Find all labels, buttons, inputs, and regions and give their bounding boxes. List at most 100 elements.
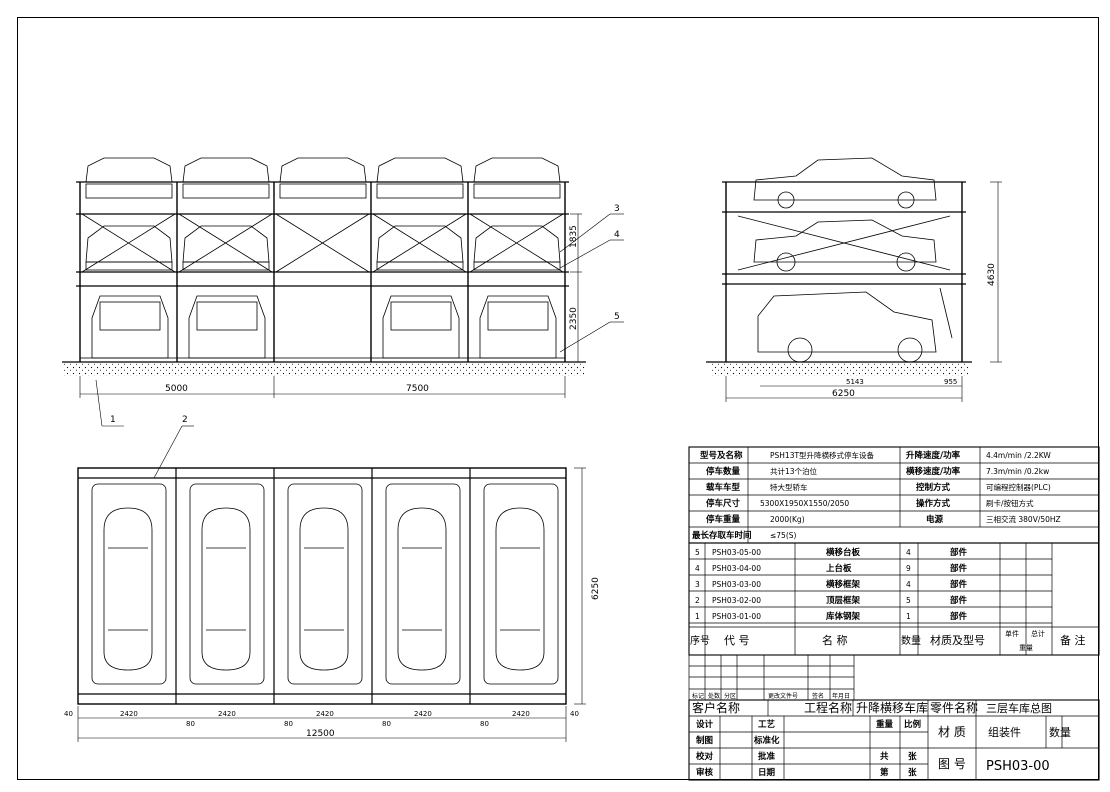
parts-header-unit-weight: 单件 bbox=[1005, 629, 1019, 638]
spec-value-3: 特大型轿车 bbox=[770, 482, 808, 492]
spec-label-4: 停车尺寸 bbox=[706, 498, 741, 509]
dim-plan-gap-2: 80 bbox=[284, 720, 293, 728]
process-label: 工艺 bbox=[758, 719, 776, 730]
dim-plan-bay-3: 2420 bbox=[316, 710, 334, 718]
dim-plan-bay-4: 2420 bbox=[414, 710, 432, 718]
spec-value-1: PSH13T型升降横移式停车设备 bbox=[770, 450, 875, 460]
dim-plan-edge: 40 bbox=[64, 710, 73, 718]
part-code-5: PSH03-05-00 bbox=[712, 548, 761, 557]
leader-2: 2 bbox=[182, 415, 188, 425]
dim-total-height: 4630 bbox=[987, 263, 997, 286]
part-qty-4: 9 bbox=[906, 564, 911, 573]
drawing-no-label: 图 号 bbox=[938, 757, 966, 771]
drafting-label: 制图 bbox=[696, 735, 713, 746]
side-beams bbox=[722, 181, 966, 285]
drawing-no-value: PSH03-00 bbox=[986, 759, 1050, 774]
weight-label: 重量 bbox=[876, 719, 894, 730]
rev-label-docno: 更改文件号 bbox=[768, 692, 798, 700]
spec-label-2: 停车数量 bbox=[706, 466, 741, 477]
dim-plan-bay-2: 2420 bbox=[218, 710, 236, 718]
rev-label-mark: 标记 bbox=[692, 692, 704, 700]
title-block: 客户名称 工程名称 升降横移车库 零件名称 三层车库总图 设计 制图 校对 审核… bbox=[692, 700, 1071, 778]
plan-pallets bbox=[91, 483, 559, 685]
front-braces bbox=[81, 213, 564, 273]
part-qty-1: 1 bbox=[906, 612, 911, 621]
side-columns bbox=[725, 182, 963, 362]
material-label: 材 质 bbox=[938, 725, 966, 739]
part-mat-3: 部件 bbox=[950, 579, 968, 590]
part-mat-2: 部件 bbox=[950, 595, 968, 606]
leader-3: 3 bbox=[614, 204, 620, 214]
spec-label2-3: 控制方式 bbox=[916, 482, 951, 493]
spec-label-5: 停车重量 bbox=[706, 514, 741, 525]
plan-dimensions bbox=[77, 467, 586, 742]
spec-value2-3: 可编程控制器(PLC) bbox=[986, 482, 1051, 492]
design-label: 设计 bbox=[696, 719, 714, 730]
dim-side-width: 6250 bbox=[832, 389, 855, 399]
part-code-1: PSH03-01-00 bbox=[712, 612, 761, 621]
leader-4: 4 bbox=[614, 230, 620, 240]
spec-value2-2: 7.3m/min /0.2kw bbox=[986, 467, 1049, 476]
check-label: 校对 bbox=[696, 751, 714, 762]
part-qty-2: 5 bbox=[906, 596, 911, 605]
approve-label: 批准 bbox=[758, 751, 776, 762]
page-label: 第 bbox=[880, 767, 889, 778]
part-no-4: 4 bbox=[695, 564, 700, 573]
front-ground-cars bbox=[79, 295, 566, 363]
front-middle-cars bbox=[85, 225, 561, 271]
parts-header-no: 序号 bbox=[690, 634, 710, 647]
parts-list: 5 PSH03-05-00 横移台板 4 部件 4 PSH03-04-00 上台… bbox=[690, 547, 1086, 652]
dim-plan-bay-5: 2420 bbox=[512, 710, 530, 718]
dim-inner-width: 5143 bbox=[846, 378, 864, 386]
spec-label2-5: 电源 bbox=[926, 514, 944, 525]
side-dimensions bbox=[725, 181, 1002, 402]
part-no-1: 1 bbox=[695, 612, 700, 621]
part-code-3: PSH03-03-00 bbox=[712, 580, 761, 589]
dim-plan-bay-1: 2420 bbox=[120, 710, 138, 718]
plan-dividers bbox=[78, 468, 566, 704]
spec-value2-1: 4.4m/min /2.2KW bbox=[986, 451, 1051, 460]
total-sheets-unit: 张 bbox=[908, 752, 917, 762]
revision-block: 标记 处数 分区 更改文件号 签名 年月日 bbox=[692, 692, 850, 700]
dim-plan-depth: 6250 bbox=[591, 577, 601, 600]
side-middle-car bbox=[737, 215, 951, 272]
part-name-label: 零件名称 bbox=[930, 700, 978, 715]
spec-value2-5: 三相交流 380V/50HZ bbox=[986, 514, 1061, 524]
material-value: 组装件 bbox=[988, 725, 1021, 739]
part-qty-3: 4 bbox=[906, 580, 911, 589]
spec-label-3: 载车车型 bbox=[706, 482, 741, 493]
part-mat-4: 部件 bbox=[950, 563, 968, 574]
front-dimensions bbox=[79, 213, 582, 398]
leader-1: 1 bbox=[110, 415, 116, 425]
dim-plan-gap-1: 80 bbox=[186, 720, 195, 728]
dim-plan-gap-3: 80 bbox=[382, 720, 391, 728]
review-label: 审核 bbox=[696, 767, 714, 778]
spec-value2-4: 刷卡/按钮方式 bbox=[986, 498, 1034, 508]
part-mat-1: 部件 bbox=[950, 611, 968, 622]
front-ground-hatch bbox=[62, 362, 586, 376]
spec-label-1: 型号及名称 bbox=[700, 450, 743, 461]
project-label: 工程名称 bbox=[804, 700, 852, 715]
page-unit: 张 bbox=[908, 768, 917, 778]
spec-label-6: 最长存取车时间 bbox=[692, 530, 752, 541]
parts-header-name: 名 称 bbox=[822, 633, 848, 647]
front-view bbox=[62, 157, 624, 479]
parts-header-total-weight: 总计 bbox=[1031, 629, 1045, 638]
dim-upper-height: 1835 bbox=[569, 225, 579, 248]
part-code-2: PSH03-02-00 bbox=[712, 596, 761, 605]
spec-table: 型号及名称 PSH13T型升降横移式停车设备 升降速度/功率 4.4m/min … bbox=[692, 450, 1061, 541]
part-name-4: 上台板 bbox=[826, 563, 852, 574]
total-sheets-label: 共 bbox=[880, 751, 889, 762]
spec-label2-1: 升降速度/功率 bbox=[906, 450, 961, 461]
date-label: 日期 bbox=[758, 767, 776, 778]
plan-cars bbox=[103, 507, 545, 671]
spec-label2-4: 操作方式 bbox=[916, 498, 951, 509]
side-view bbox=[706, 157, 1002, 402]
parts-header-material: 材质及型号 bbox=[930, 633, 985, 647]
front-top-cars bbox=[85, 157, 561, 199]
part-mat-5: 部件 bbox=[950, 547, 968, 558]
client-label: 客户名称 bbox=[692, 700, 740, 715]
part-no-2: 2 bbox=[695, 596, 700, 605]
part-no-3: 3 bbox=[695, 580, 700, 589]
